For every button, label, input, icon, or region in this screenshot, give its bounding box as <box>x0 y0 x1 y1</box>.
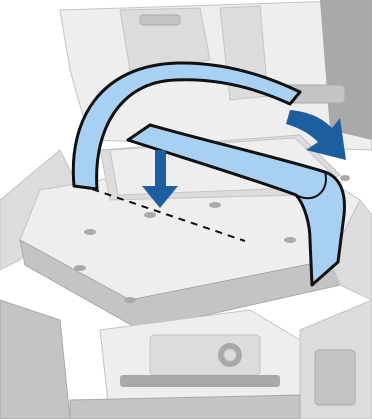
lid-slot <box>140 15 180 25</box>
knob-inner <box>224 349 236 361</box>
bracket <box>315 350 355 405</box>
hole <box>284 237 296 243</box>
hole <box>144 212 156 218</box>
mechanism-bar <box>120 375 280 387</box>
hole <box>84 229 96 235</box>
lower-frame-left <box>0 300 70 419</box>
hole <box>340 175 350 181</box>
floor-shadow <box>70 395 300 419</box>
hole <box>209 202 221 208</box>
hole <box>124 297 136 303</box>
mechanism-block <box>150 335 260 375</box>
hole <box>74 265 86 271</box>
